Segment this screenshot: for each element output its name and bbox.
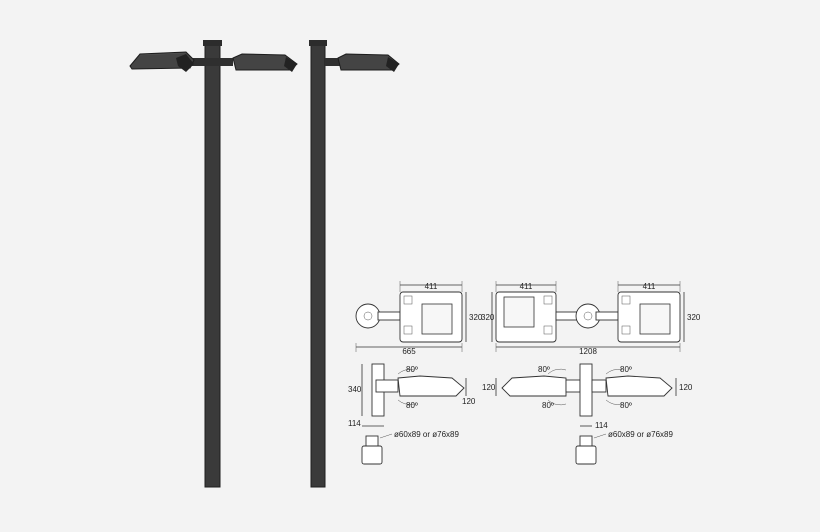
luminaire-profile-right [605, 375, 673, 397]
pole-shaft [204, 41, 221, 488]
dim-height-left: 320 [481, 313, 495, 322]
bracket [579, 363, 593, 417]
side-view-twin: 80º 80º 80º 80º 120 120 114 ø60x89 or ø7… [482, 363, 693, 465]
spigot-body [575, 445, 597, 465]
dim-fixture-height-right: 120 [679, 383, 693, 392]
spigot-top [579, 435, 593, 447]
dim-height-right: 320 [687, 313, 701, 322]
spigot-size: ø60x89 or ø76x89 [394, 430, 459, 439]
tilt-up-left: 80º [538, 365, 550, 374]
pole-cap [203, 40, 222, 46]
dim-height: 320 [469, 313, 483, 322]
luminaire-head-left [129, 51, 195, 72]
tilt-up: 80º [406, 365, 418, 374]
dim-width: 411 [425, 282, 438, 291]
pole-cap [309, 40, 327, 46]
tilt-down-left: 80º [542, 401, 554, 410]
luminaire-lens-left [503, 296, 535, 328]
pole-shaft [310, 41, 326, 488]
top-view-twin: 411 411 320 320 1208 [481, 281, 701, 356]
dim-bracket-width: 114 [595, 421, 608, 430]
luminaire-lens-right [639, 303, 671, 335]
crossarm [325, 58, 341, 66]
luminaire-profile-left [501, 375, 567, 397]
spigot-size: ø60x89 or ø76x89 [608, 430, 673, 439]
tilt-down: 80º [406, 401, 418, 410]
top-view-single: 411 320 665 [355, 281, 483, 356]
pole-single-luminaire [309, 40, 400, 488]
dim-bracket-height: 340 [348, 385, 362, 394]
luminaire-profile [397, 375, 465, 397]
dim-fixture-height-left: 120 [482, 383, 496, 392]
luminaire-head-right [232, 53, 298, 72]
pole-section [355, 303, 381, 329]
crossarm [192, 58, 233, 66]
dim-overall-length: 1208 [579, 347, 597, 356]
luminaire-head [337, 53, 400, 72]
dim-bracket-width: 114 [348, 419, 361, 428]
luminaire-lens [421, 303, 453, 335]
dim-fixture-height: 120 [462, 397, 476, 406]
side-view-single: 80º 80º 340 120 114 ø60x89 or ø76x89 [348, 363, 476, 465]
tilt-up-right: 80º [620, 365, 632, 374]
dim-overall-length: 665 [402, 347, 416, 356]
tilt-down-right: 80º [620, 401, 632, 410]
pole-twin-luminaire [129, 40, 298, 488]
dim-width-right: 411 [643, 282, 656, 291]
dim-width-left: 411 [520, 282, 533, 291]
spigot-top [365, 435, 379, 447]
spigot-body [361, 445, 383, 465]
